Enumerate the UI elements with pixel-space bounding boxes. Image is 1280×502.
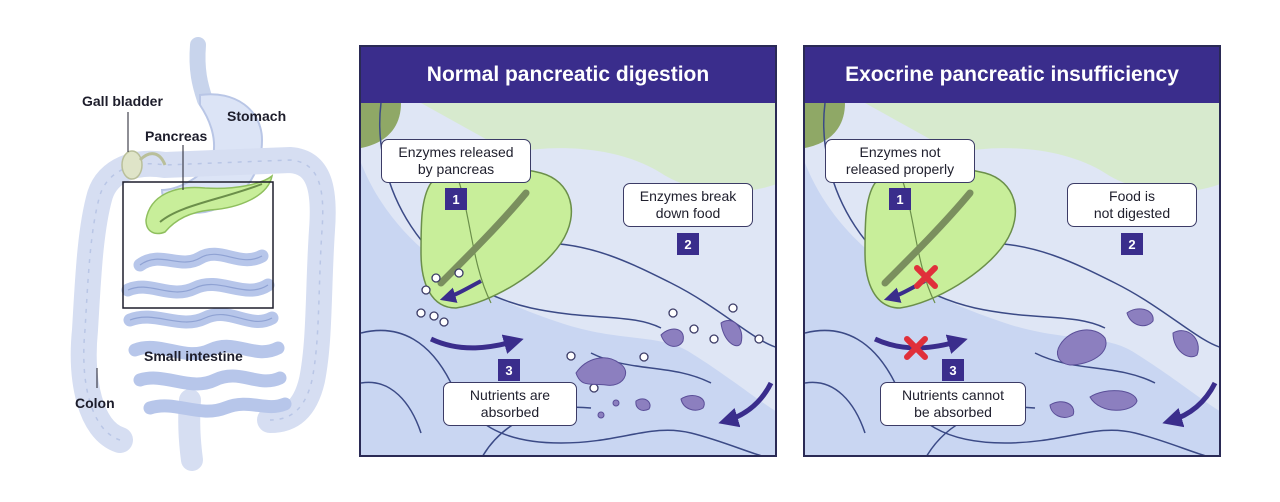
colon-label: Colon [75,395,115,411]
step-3-line-1: Nutrients are [469,387,551,403]
step-3-line-1: Nutrients cannot [902,387,1004,403]
stomach-background [421,103,775,192]
pancreas [864,167,1017,309]
step-2-line-2: not digested [1093,205,1171,221]
gall-bladder-label: Gall bladder [82,93,163,109]
bile-duct [138,152,167,166]
step-1-badge: 1 [445,188,467,210]
step-2-badge: 2 [1121,233,1143,255]
step-2-line-2: down food [655,205,721,221]
digestive-system-illustration [70,37,336,471]
step-2-callout: Food is not digested [1067,183,1197,227]
pancreas [420,167,573,309]
stomach-label: Stomach [227,108,287,124]
pancreas-label: Pancreas [145,128,208,144]
pancreas-vein [455,172,492,304]
flow-arrow-icon [439,279,482,303]
panel-title: Exocrine pancreatic insufficiency [805,47,1219,103]
step-3-line-2: absorbed [480,404,540,420]
small-intestine-label: Small intestine [144,348,243,364]
gall-bladder [121,150,143,180]
liver-corner [361,103,401,148]
pancreatic-duct [437,189,530,287]
panel-exocrine-insufficiency: Exocrine pancreatic insufficiency [803,45,1221,457]
step-3-callout: Nutrients are absorbed [443,382,577,426]
step-1-line-2: released properly [845,161,955,177]
flow-arrow-icon [718,381,774,428]
colon-outline [83,159,324,441]
step-3-callout: Nutrients cannot be absorbed [880,382,1026,426]
step-2-badge: 2 [677,233,699,255]
step-2-callout: Enzymes break down food [623,183,753,227]
x-mark-icon [904,336,928,360]
focus-box [122,181,274,309]
step-2-line-1: Food is [1109,188,1155,204]
step-1-line-2: by pancreas [417,161,495,177]
x-mark-icon [914,265,938,289]
step-3-badge: 3 [942,359,964,381]
anatomy-overview: Gall bladder Stomach Pancreas Small inte… [0,0,350,502]
step-1-callout: Enzymes not released properly [825,139,975,183]
panel-normal-digestion: Normal pancreatic digestion [359,45,777,457]
small-intestine [121,247,292,418]
step-3-line-2: be absorbed [914,404,992,420]
pancreatic-duct [159,183,263,223]
step-1-callout: Enzymes released by pancreas [381,139,531,183]
food-particles [557,320,743,419]
flow-arrow-icon [1162,381,1218,428]
small-intestine-outline [127,253,273,323]
pancreatic-duct [881,189,974,287]
step-3-badge: 3 [498,359,520,381]
stomach-background [865,103,1219,192]
pancreas-vein [899,172,936,304]
step-1-badge: 1 [889,188,911,210]
step-1-line-1: Enzymes not [859,144,941,160]
flow-arrow-icon [429,334,524,354]
step-1-line-1: Enzymes released [398,144,514,160]
esophagus [189,37,213,108]
liver-corner [805,103,845,148]
enzyme-dots [416,268,764,393]
step-2-line-1: Enzymes break [639,188,737,204]
panel-title: Normal pancreatic digestion [361,47,775,103]
